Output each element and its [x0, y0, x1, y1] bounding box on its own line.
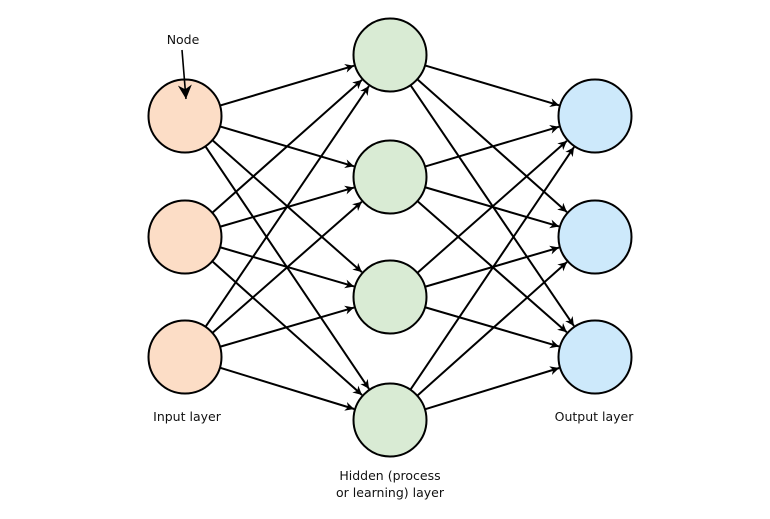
- output-node-1: [557, 78, 633, 154]
- input-node-3: [147, 319, 223, 395]
- edge-hidden-2-to-output-1: [424, 124, 560, 168]
- edge-hidden-1-to-output-1: [424, 64, 560, 108]
- edge-hidden-4-to-output-3: [424, 366, 560, 411]
- hidden-layer-label-line2: or learning) layer: [336, 485, 445, 500]
- edge-input-3-to-hidden-1: [204, 85, 370, 328]
- output-node-2: [557, 199, 633, 275]
- edge-input-3-to-hidden-4: [219, 366, 355, 411]
- output-node-3: [557, 319, 633, 395]
- hidden-node-2: [352, 139, 428, 215]
- edge-input-2-to-hidden-1: [211, 79, 363, 214]
- edge-input-1-to-hidden-1: [219, 63, 355, 107]
- connections: [204, 63, 575, 411]
- edge-input-2-to-hidden-4: [211, 260, 363, 396]
- nodes: [147, 17, 633, 458]
- edge-hidden-3-to-output-1: [416, 140, 568, 274]
- node-label: Node: [167, 32, 200, 47]
- hidden-node-3: [352, 259, 428, 335]
- edge-hidden-3-to-output-3: [424, 306, 560, 349]
- edge-input-3-to-hidden-2: [211, 200, 363, 334]
- output-layer-label: Output layer: [555, 409, 635, 424]
- edge-hidden-4-to-output-1: [409, 146, 575, 391]
- edge-hidden-4-to-output-2: [416, 261, 568, 397]
- input-layer-label: Input layer: [153, 409, 222, 424]
- hidden-node-4: [352, 382, 428, 458]
- edge-input-3-to-hidden-3: [219, 305, 355, 348]
- hidden-layer-label-line1: Hidden (process: [339, 468, 440, 483]
- hidden-node-1: [352, 17, 428, 93]
- node-pointer-arrow: [177, 49, 192, 100]
- input-node-2: [147, 199, 223, 275]
